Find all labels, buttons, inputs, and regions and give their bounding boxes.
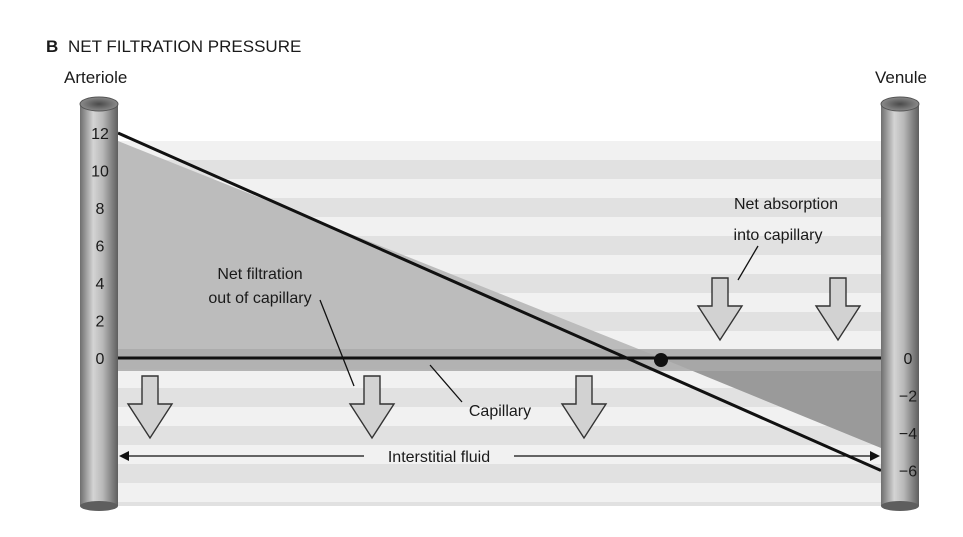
- net-absorption-leader: [737, 245, 759, 281]
- net-absorption-label-line-2: into capillary: [734, 227, 823, 244]
- filtration-arrow: [126, 375, 174, 440]
- interstitial-arrowhead-right: [870, 451, 880, 461]
- right-axis-tick-label: −4: [899, 426, 917, 443]
- pressure-gradient-line: [117, 131, 882, 472]
- left-axis-tick-label: 0: [96, 351, 105, 368]
- capillary-leader: [429, 364, 463, 403]
- right-axis-tick-label: −6: [899, 464, 917, 481]
- absorption-region: [661, 358, 881, 448]
- left-axis-tick-label: 4: [96, 276, 105, 293]
- interstitial-arrowhead-left: [119, 451, 129, 461]
- arteriole-tube: [79, 96, 119, 511]
- venule-label: Venule: [875, 68, 927, 87]
- net-absorption-label-line-1: Net absorption: [734, 196, 838, 213]
- panel-letter: B: [46, 37, 58, 56]
- filtration-arrow: [348, 375, 396, 440]
- left-axis-tick-label: 8: [96, 201, 105, 218]
- filtration-arrow: [560, 375, 608, 440]
- net-filtration-label-line-2: out of capillary: [208, 290, 311, 307]
- diagram-title: NET FILTRATION PRESSURE: [68, 37, 301, 56]
- arteriole-label: Arteriole: [64, 68, 127, 87]
- capillary-label: Capillary: [469, 403, 531, 420]
- left-axis-tick-label: 10: [91, 164, 109, 181]
- right-axis-tick-label: 0: [904, 351, 913, 368]
- absorption-arrow: [814, 277, 862, 342]
- venule-tube: [880, 96, 920, 511]
- left-axis-tick-label: 12: [91, 126, 109, 143]
- capillary-band: [118, 349, 881, 371]
- left-axis-tick-label: 2: [96, 314, 105, 331]
- left-axis-tick-label: 6: [96, 239, 105, 256]
- left-pressure-axis: 12 10 8 6 4 2 0: [91, 126, 109, 368]
- interstitial-fluid-label: Interstitial fluid: [388, 449, 490, 466]
- absorption-arrow: [696, 277, 744, 342]
- right-axis-tick-label: −2: [899, 389, 917, 406]
- equilibrium-point: [654, 353, 668, 367]
- net-filtration-label-line-1: Net filtration: [217, 266, 302, 283]
- right-pressure-axis: 0 −2 −4 −6: [899, 351, 917, 481]
- filtration-region: [118, 141, 661, 358]
- net-filtration-leader: [319, 299, 355, 387]
